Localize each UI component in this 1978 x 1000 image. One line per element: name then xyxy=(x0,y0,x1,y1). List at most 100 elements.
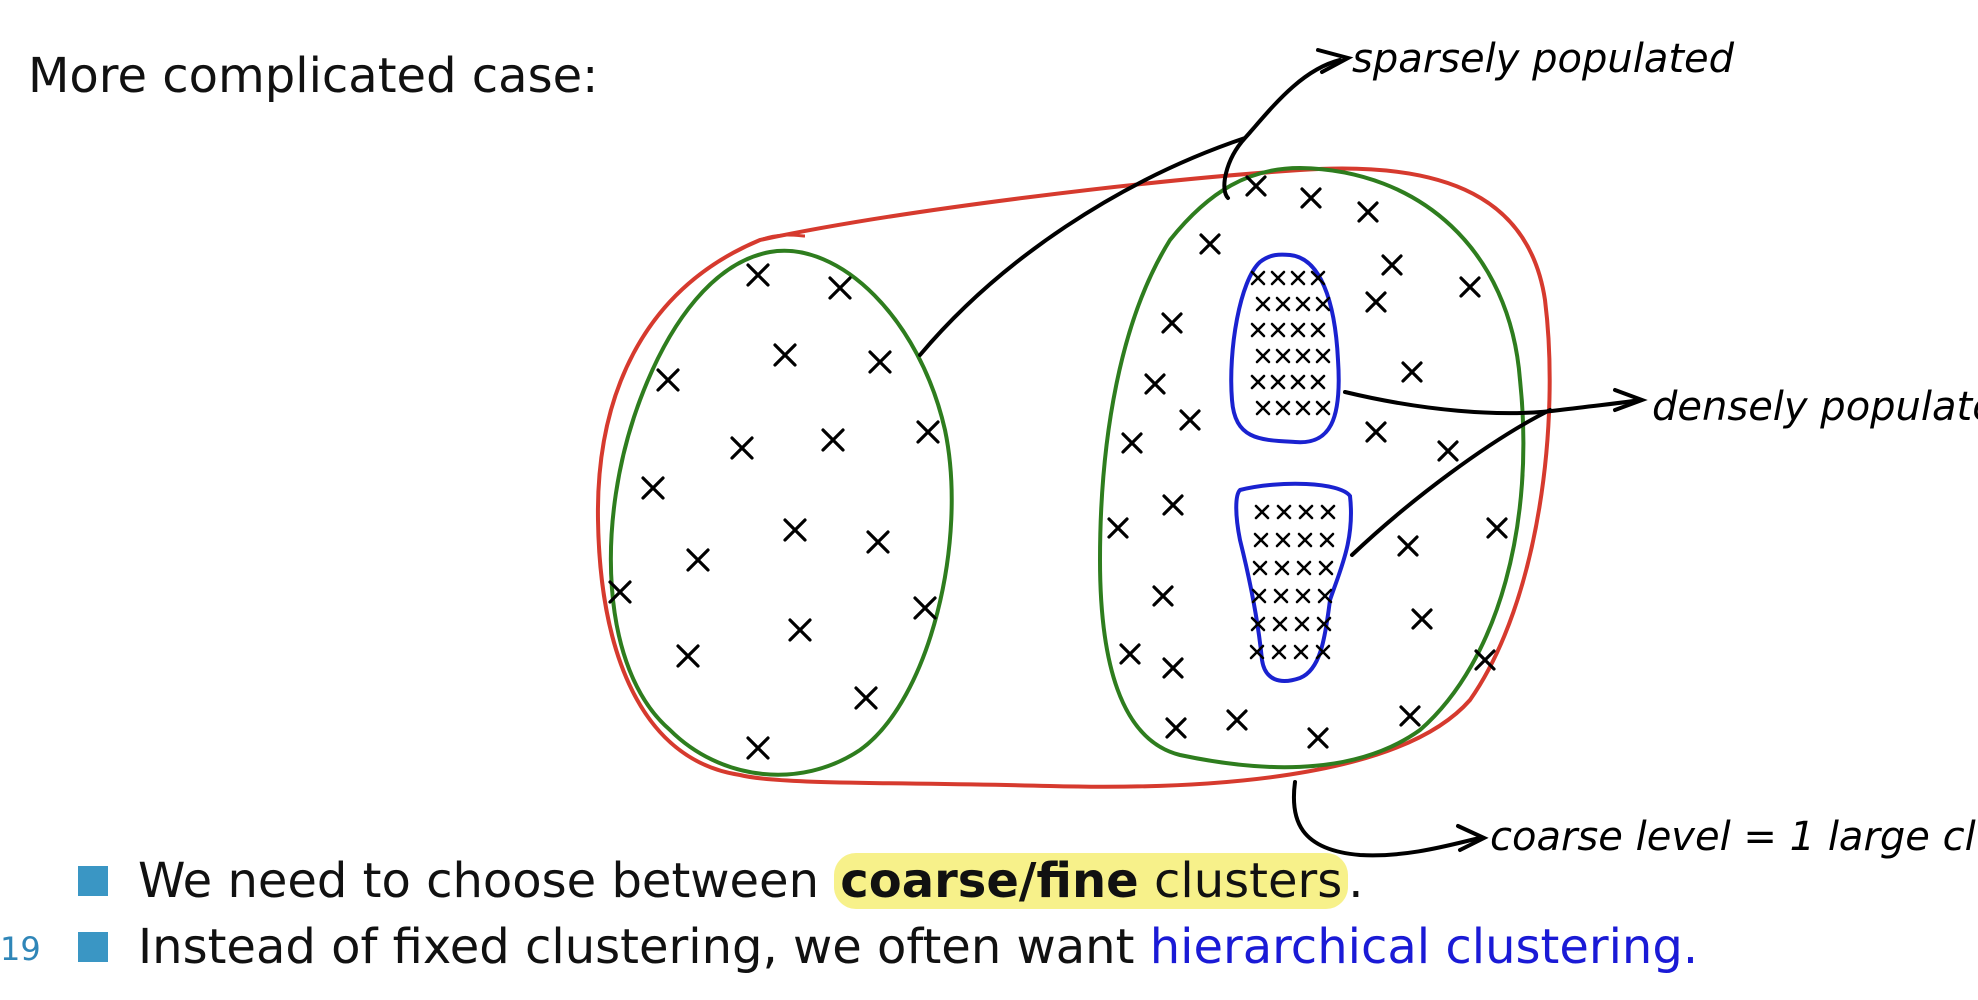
point-cross xyxy=(1275,348,1291,364)
bullet-item: Instead of fixed clustering, we often wa… xyxy=(72,914,1872,980)
point-cross xyxy=(1295,348,1311,364)
sparse-arrow-head xyxy=(1316,48,1354,74)
bullet-square-icon xyxy=(78,866,108,896)
point-cross xyxy=(1245,175,1267,197)
point-cross xyxy=(1199,233,1221,255)
point-cross xyxy=(1317,588,1333,604)
highlighted-term: coarse/fine clusters xyxy=(834,853,1349,909)
sparse-points-right xyxy=(1107,175,1508,749)
point-cross xyxy=(1399,705,1421,727)
point-cross xyxy=(1293,644,1309,660)
bullet-square-icon xyxy=(78,932,108,962)
highlighted-rest: clusters xyxy=(1138,853,1343,909)
point-cross xyxy=(1179,409,1201,431)
point-cross xyxy=(1315,644,1331,660)
point-cross xyxy=(1162,657,1184,679)
point-cross xyxy=(1249,644,1265,660)
point-cross xyxy=(1271,644,1287,660)
point-cross xyxy=(1226,709,1248,731)
dense-arrow-head xyxy=(1613,388,1648,412)
point-cross xyxy=(1272,616,1288,632)
point-cross xyxy=(730,436,754,460)
dense-annotation-line-top xyxy=(1343,390,1642,416)
point-cross xyxy=(1397,535,1419,557)
point-cross xyxy=(1401,361,1423,383)
point-cross xyxy=(1121,432,1143,454)
point-cross xyxy=(1307,727,1329,749)
point-cross xyxy=(1316,616,1332,632)
point-cross xyxy=(1295,588,1311,604)
bold-term: coarse/fine xyxy=(840,853,1139,909)
point-cross xyxy=(1437,440,1459,462)
point-cross xyxy=(1315,296,1331,312)
point-cross xyxy=(1144,373,1166,395)
point-cross xyxy=(1162,494,1184,516)
point-cross xyxy=(1295,400,1311,416)
point-cross xyxy=(828,276,852,300)
bullet-text: Instead of fixed clustering, we often wa… xyxy=(138,919,1698,975)
point-cross xyxy=(1315,348,1331,364)
point-cross xyxy=(1320,504,1336,520)
point-cross xyxy=(1310,322,1326,338)
point-cross xyxy=(1255,348,1271,364)
point-cross xyxy=(1273,588,1289,604)
point-cross xyxy=(913,596,937,620)
coarse-arrow-head xyxy=(1456,824,1489,852)
point-cross xyxy=(1365,291,1387,313)
point-cross xyxy=(1290,270,1306,286)
point-cross xyxy=(1275,400,1291,416)
point-cross xyxy=(1296,560,1312,576)
point-cross xyxy=(1255,400,1271,416)
page-number: 19 xyxy=(0,930,41,968)
point-cross xyxy=(1252,560,1268,576)
point-cross xyxy=(746,736,770,760)
point-cross xyxy=(1275,532,1291,548)
bullet-text-pre: We need to choose between xyxy=(138,853,835,909)
point-cross xyxy=(1298,504,1314,520)
point-cross xyxy=(1310,374,1326,390)
point-cross xyxy=(1319,532,1335,548)
bullet-item: We need to choose between coarse/fine cl… xyxy=(72,848,1872,914)
point-cross xyxy=(1381,254,1403,276)
point-cross xyxy=(773,343,797,367)
point-cross xyxy=(1276,504,1292,520)
point-cross xyxy=(1290,374,1306,390)
dense-cluster-bottom-outline xyxy=(1234,481,1353,683)
point-cross xyxy=(676,644,700,668)
point-cross xyxy=(1315,400,1331,416)
point-cross xyxy=(1486,517,1508,539)
dense-annotation-line-bottom xyxy=(1350,408,1552,557)
point-cross xyxy=(821,428,845,452)
point-cross xyxy=(1318,560,1334,576)
bullet-text-post: . xyxy=(1348,853,1364,909)
point-cross xyxy=(1459,276,1481,298)
point-cross xyxy=(1165,717,1187,739)
point-cross xyxy=(1474,649,1496,671)
coarse-annotation-line xyxy=(1291,780,1482,858)
point-cross xyxy=(1251,588,1267,604)
bullet-list: We need to choose between coarse/fine cl… xyxy=(72,848,1872,980)
point-cross xyxy=(1253,532,1269,548)
point-cross xyxy=(1294,616,1310,632)
point-cross xyxy=(1290,322,1306,338)
point-cross xyxy=(1161,312,1183,334)
point-cross xyxy=(1270,270,1286,286)
hierarchical-clustering-link[interactable]: hierarchical clustering. xyxy=(1149,919,1699,975)
point-cross xyxy=(1250,270,1266,286)
left-cluster-outline xyxy=(608,248,954,777)
point-cross xyxy=(1254,504,1270,520)
point-cross xyxy=(854,686,878,710)
point-cross xyxy=(1300,187,1322,209)
point-cross xyxy=(1152,585,1174,607)
point-cross xyxy=(1250,322,1266,338)
point-cross xyxy=(1107,517,1129,539)
point-cross xyxy=(608,580,632,604)
point-cross xyxy=(1275,296,1291,312)
sparse-points-left xyxy=(608,263,940,760)
point-cross xyxy=(916,420,940,444)
bullet-text: We need to choose between coarse/fine cl… xyxy=(138,853,1364,909)
dense-points xyxy=(1249,270,1336,660)
point-cross xyxy=(788,618,812,642)
